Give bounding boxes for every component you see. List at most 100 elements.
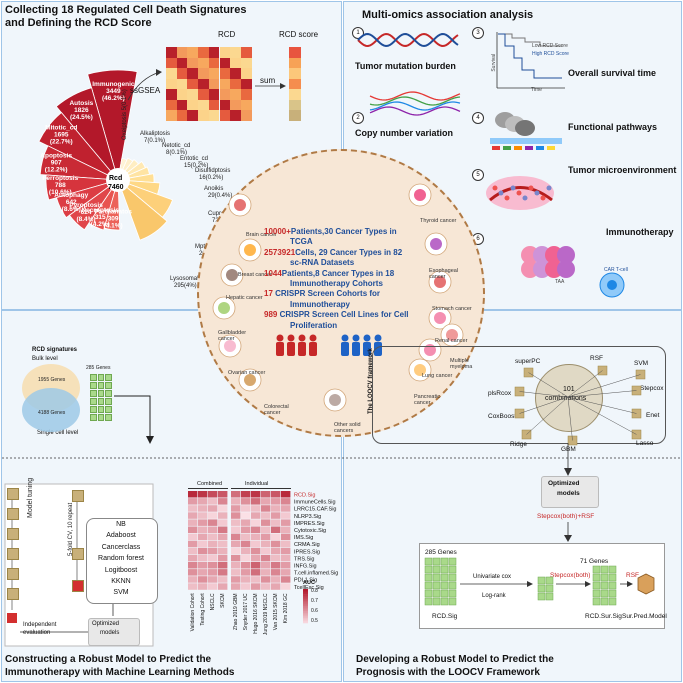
tumor-cell <box>557 246 575 264</box>
ssgsea-cell <box>240 68 252 79</box>
heatmap-cell <box>281 512 291 519</box>
heatmap-legend-swatch <box>303 592 308 595</box>
ssgsea-cell <box>198 57 209 68</box>
heatmap-cell <box>271 533 281 541</box>
model-stack-box-right <box>72 548 84 560</box>
methods-box <box>86 518 158 604</box>
heatmap-cell <box>251 512 261 519</box>
ssgsea-cell <box>166 89 177 100</box>
pie-small-label-2: Netotic_cd8(0.1%) <box>162 143 190 156</box>
heatmap-cell <box>198 526 208 533</box>
pie-label-line: (4.1%) <box>104 223 123 230</box>
stepcox-both-label: Stepcox(both) <box>550 572 591 579</box>
ssgsea-cell <box>240 78 252 89</box>
tme-cell <box>504 195 510 201</box>
heatmap-legend-swatch <box>303 600 308 603</box>
ssgsea-cell <box>198 110 209 121</box>
rcd-sig-gene-cell <box>432 565 441 574</box>
item-number-2: 2 <box>352 112 364 124</box>
rcd-sig-gene-cell <box>448 597 457 606</box>
cancer-organ-shape <box>434 312 446 324</box>
pie-small-segment-8 <box>117 178 168 241</box>
heatmap-legend-title: AUC <box>303 580 315 586</box>
heatmap-cell <box>271 576 281 583</box>
heatmap-cell <box>198 583 208 590</box>
heatmap-col-label: NSCLC <box>210 593 216 610</box>
loocv-method-7: Ridge <box>510 441 527 448</box>
heatmap-cell <box>218 526 228 533</box>
heatmap-cell <box>198 498 208 505</box>
ml-method-2: Cancerclass <box>101 543 141 551</box>
pie-label-line: Pyroptosis <box>69 202 103 209</box>
heatmap-cell <box>271 540 281 548</box>
rcd-sig-gene-cell <box>440 557 449 566</box>
heatmap-cell <box>251 491 261 498</box>
pie-label-line: Autophagy <box>54 192 88 199</box>
pie-segment-mitotic_cd <box>38 112 119 181</box>
heatmap-legend-swatch <box>303 602 308 605</box>
cnv-wave <box>369 101 461 111</box>
cancer-organ-shape <box>224 340 236 352</box>
sur-pred-model-label: Sur.Pred.Model <box>622 613 667 620</box>
ssgsea-cell <box>198 89 209 100</box>
filtered-gene-cell <box>537 584 546 593</box>
heatmap-cell <box>208 562 218 569</box>
gene-cell <box>105 406 112 413</box>
heatmap-cell <box>231 554 241 562</box>
pie-label-line: 315 <box>95 214 106 221</box>
rcd-score-label: RCD score <box>279 30 319 39</box>
filtered-gene-cell <box>537 576 546 585</box>
heatmap-cell <box>188 526 198 533</box>
rcd-sig-gene-cell <box>448 573 457 582</box>
ssgsea-cell <box>230 57 241 68</box>
heatmap-cell <box>241 569 251 576</box>
gene-cell <box>97 390 104 397</box>
heatmap-row-label: RCD.Sig <box>294 493 315 499</box>
cancer-label-13: Other solid cancers <box>334 422 361 435</box>
rcd-sig-gene-cell <box>432 557 441 566</box>
loocv-method-link <box>567 374 641 398</box>
gene-grid-285 <box>90 374 112 422</box>
km-high-label: High RCD Score <box>532 51 569 57</box>
pie-small-label-name: Netotic_cd <box>162 143 190 149</box>
heatmap-cell <box>218 533 228 541</box>
cancer-organ-shape <box>424 344 436 356</box>
ssgsea-cell <box>219 57 231 68</box>
ssgsea-cell <box>240 47 252 58</box>
sur-sig-gene-cell <box>592 565 601 574</box>
loocv-frame <box>372 346 666 444</box>
loocv-method-4: Stepcox <box>640 385 664 392</box>
heatmap-cell <box>188 498 198 505</box>
center-line-9: Proliferation <box>290 321 337 331</box>
heatmap-cell <box>251 505 261 512</box>
cart-label: CAR T-cell <box>604 267 628 273</box>
pathway-gene <box>525 146 533 150</box>
rcd-sig-gene-cell <box>432 597 441 606</box>
pie-small-label-value: 8(0.1%) <box>166 150 187 156</box>
ssgsea-cell <box>208 99 220 110</box>
cancer-label-3: Esophageal cancer <box>429 268 459 281</box>
heatmap-cell <box>261 554 271 562</box>
heatmap-cell <box>188 512 198 519</box>
patient-red-icon <box>309 334 317 342</box>
heatmap-individual-line <box>231 488 291 489</box>
heatmap-cell <box>261 547 271 555</box>
rcd-sig-gene-cell <box>424 557 433 566</box>
sur-pred-model-icon <box>637 573 655 595</box>
independent-eval-line1: Independent <box>23 622 57 628</box>
loocv-method-link <box>567 370 603 398</box>
heatmap-cell <box>218 498 228 505</box>
heatmap-cell <box>251 498 261 505</box>
ssgsea-cell <box>198 78 209 89</box>
heatmap-cell <box>218 569 228 576</box>
pie-label-line: (24.5%) <box>70 114 93 121</box>
heatmap-cell <box>241 583 251 590</box>
ssgsea-cell <box>176 57 188 68</box>
pie-segment-ferroptosis <box>45 174 119 201</box>
heatmap-cell <box>188 583 198 590</box>
heatmap-row-label: NLRP3.Sig <box>294 514 321 520</box>
cancer-label-12: Colorectal cancer <box>264 404 289 417</box>
ml-method-4: Logitboost <box>104 566 138 574</box>
